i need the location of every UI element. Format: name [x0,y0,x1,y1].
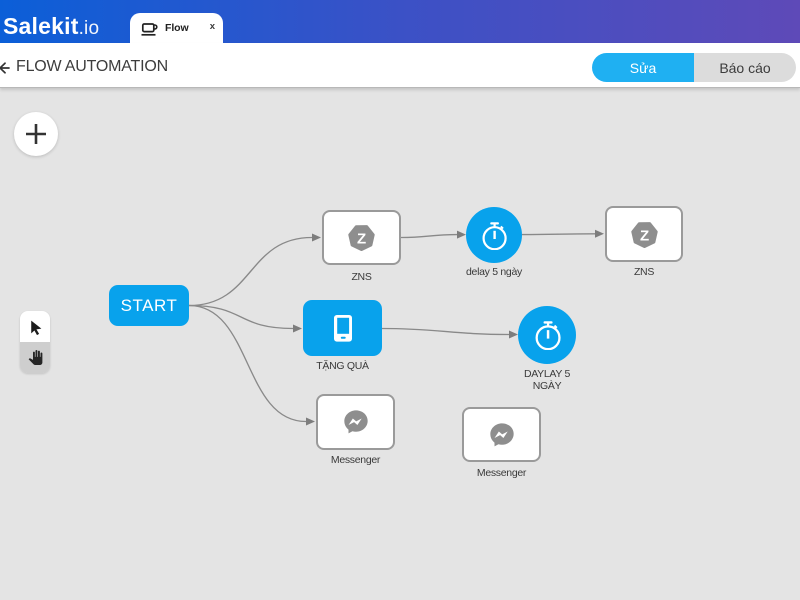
svg-text:Z: Z [640,227,649,244]
svg-text:Z: Z [357,230,366,247]
